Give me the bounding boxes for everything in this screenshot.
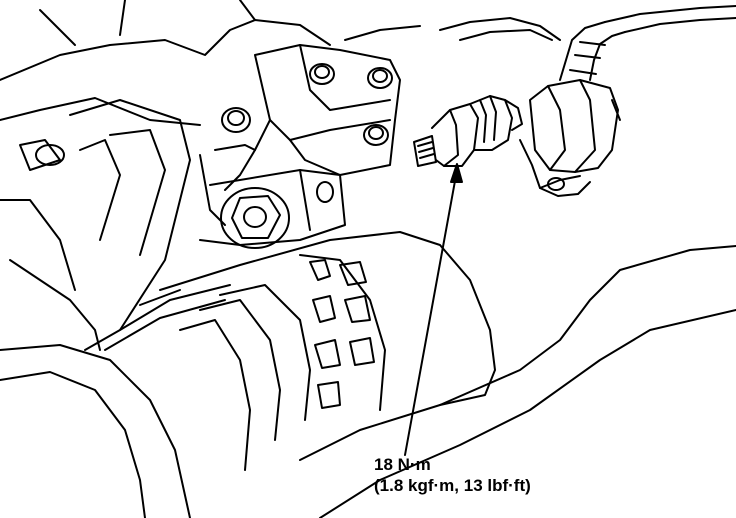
- engine-block: [0, 0, 331, 518]
- main-bolt: [199, 169, 346, 249]
- oil-filter: [104, 231, 736, 518]
- sensor-bracket: [199, 44, 401, 226]
- torque-leader: [404, 163, 463, 456]
- torque-callout: 18 N·m (1.8 kgf·m, 13 lbf·ft): [374, 454, 531, 496]
- torque-metric: 18 N·m: [374, 455, 431, 474]
- torque-imperial: (1.8 kgf·m, 13 lbf·ft): [374, 476, 531, 495]
- oil-pressure-sensor: [413, 95, 523, 167]
- bracket-bolts: [221, 63, 393, 203]
- wire-harness-connector: [344, 5, 736, 197]
